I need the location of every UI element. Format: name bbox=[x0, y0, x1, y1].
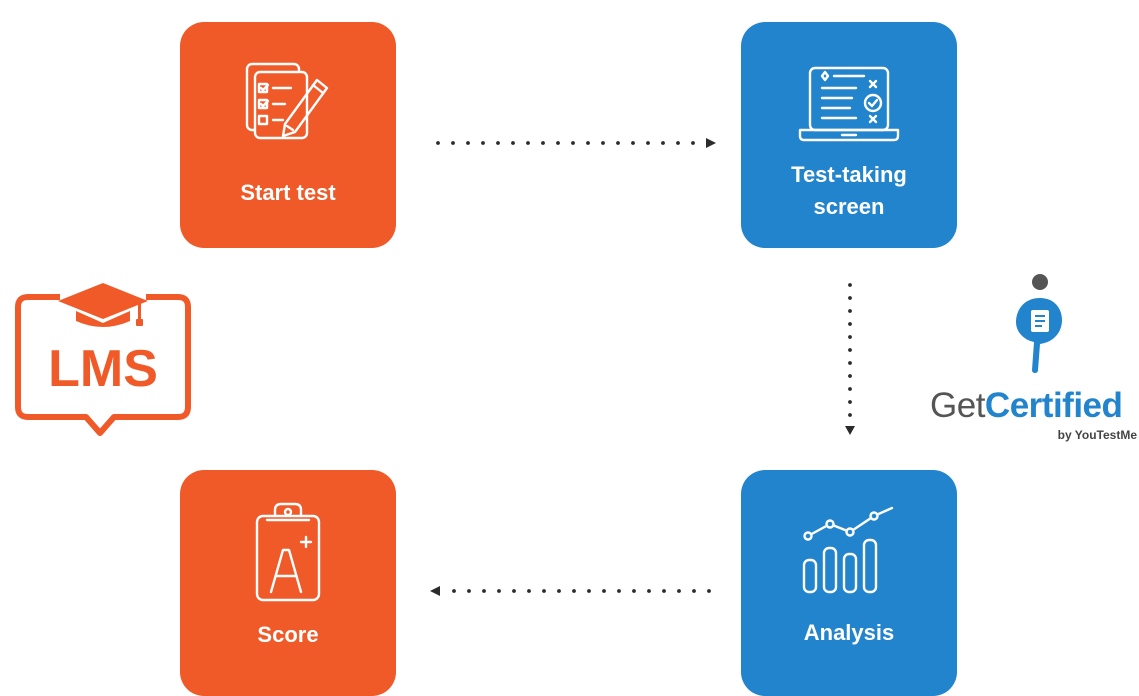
start-test-label: Start test bbox=[240, 180, 336, 205]
getcertified-wordmark: GetCertified bbox=[930, 386, 1123, 426]
getcertified-certified: Certified bbox=[984, 386, 1123, 425]
getcertified-byline: by YouTestMe bbox=[1057, 428, 1137, 442]
analysis-label: Analysis bbox=[803, 620, 895, 645]
connector-start-to-test bbox=[436, 138, 716, 148]
lms-text: LMS bbox=[48, 340, 158, 398]
analysis-card: Analysis bbox=[741, 470, 957, 696]
checklist-pencil-icon bbox=[245, 62, 329, 140]
person-document-icon bbox=[1016, 274, 1062, 373]
lms-logo: LMS bbox=[15, 283, 191, 436]
connector-test-to-analysis bbox=[845, 283, 855, 435]
getcertified-logo: GetCertified by YouTestMe bbox=[930, 270, 1139, 460]
graduation-cap-icon bbox=[58, 283, 148, 327]
laptop-test-icon bbox=[798, 66, 900, 142]
test-taking-label-line2: screen bbox=[813, 194, 885, 219]
start-test-card: Start test bbox=[180, 22, 396, 248]
lms-frame bbox=[15, 294, 191, 436]
score-label: Score bbox=[257, 622, 319, 647]
test-taking-label-line1: Test-taking bbox=[791, 162, 907, 187]
connector-analysis-to-score bbox=[430, 586, 711, 596]
score-card: Score bbox=[180, 470, 396, 696]
clipboard-grade-icon bbox=[255, 502, 321, 602]
getcertified-get: Get bbox=[930, 386, 985, 425]
bar-line-chart-icon bbox=[802, 506, 894, 594]
test-taking-screen-card: Test-taking screen bbox=[741, 22, 957, 248]
